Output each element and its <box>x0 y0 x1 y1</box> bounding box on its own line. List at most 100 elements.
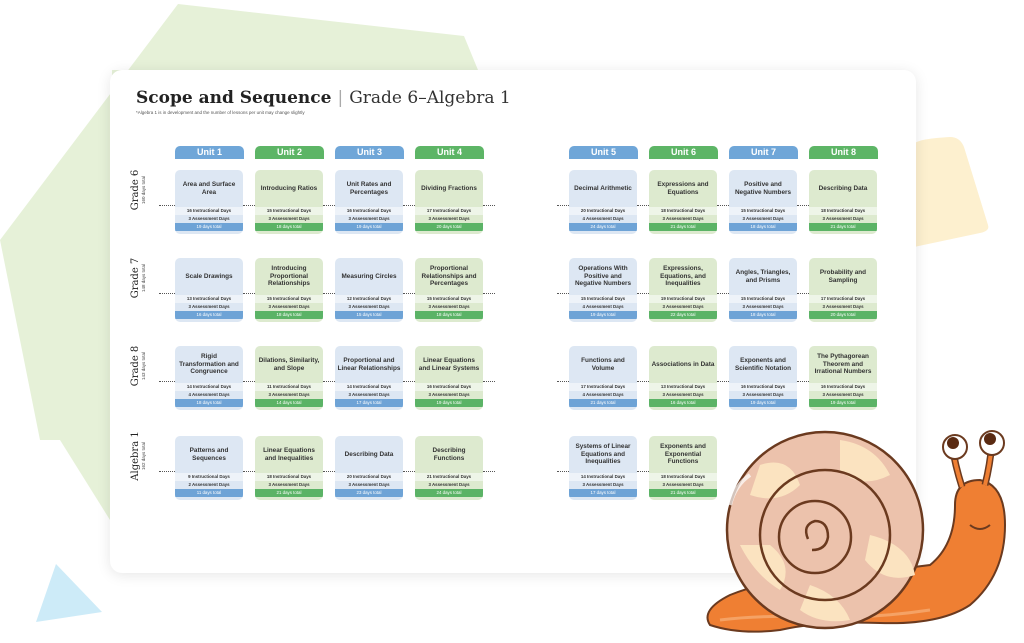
unit-cell-inst: 11 Instructional Days <box>255 383 323 391</box>
unit-cell-assess: 3 Assessment Days <box>822 392 864 397</box>
unit-cell-assess: 3 Assessment Days <box>742 304 784 309</box>
unit-cell-assess: 3 Assessment Days <box>662 216 704 221</box>
unit-cell-inst: 16 Instructional Days <box>175 207 243 215</box>
unit-cell-total: 14 days total <box>255 399 323 407</box>
connector-dots <box>403 471 415 472</box>
unit-cell-assess: 3 Assessment Days <box>188 304 230 309</box>
unit-cell-name: Describing Data <box>344 450 394 458</box>
connector-dots <box>159 293 175 294</box>
unit-cell-total: 19 days total <box>335 223 403 231</box>
connector-dots <box>243 381 255 382</box>
unit-cell-inst: 18 Instructional Days <box>649 207 717 215</box>
connector-dots <box>243 471 255 472</box>
unit-cell-name: Proportional and Linear Relationships <box>337 357 401 372</box>
unit-cell-inst: 17 Instructional Days <box>415 207 483 215</box>
connector-dots <box>159 471 175 472</box>
unit-cell: Area and Surface Area 16 Instructional Da… <box>175 170 243 234</box>
unit-cell-total: 24 days total <box>569 223 637 231</box>
unit-cell-total: 24 days total <box>415 489 483 497</box>
unit-cell-inst: 15 Instructional Days <box>415 295 483 303</box>
unit-cell-name: Exponents and Exponential Functions <box>660 443 706 466</box>
unit-cell-name: Dividing Fractions <box>421 184 477 192</box>
unit-cell-inst: 21 Instructional Days <box>415 473 483 481</box>
unit-cell-assess: 3 Assessment Days <box>742 392 784 397</box>
unit-cell: Proportional Relationships and Percentag… <box>415 258 483 322</box>
unit-tab-7: Unit 7 <box>729 146 798 159</box>
page-title: Scope and Sequence|Grade 6–Algebra 1 <box>136 88 511 108</box>
unit-cell-total: 16 days total <box>649 399 717 407</box>
unit-cell-name: Expressions, Equations, and Inequalities <box>660 265 706 288</box>
unit-cell-inst: 9 Instructional Days <box>175 473 243 481</box>
unit-cell-name: Area and Surface Area <box>182 181 236 196</box>
unit-cell-inst: 17 Instructional Days <box>569 383 637 391</box>
unit-cell-name: Unit Rates and Percentages <box>346 181 392 196</box>
connector-dots <box>797 293 809 294</box>
connector-dots <box>483 471 495 472</box>
unit-cell-name: Measuring Circles <box>341 272 397 280</box>
connector-dots <box>637 471 649 472</box>
unit-cell: Exponents and Exponential Functions 18 In… <box>649 436 717 500</box>
connector-dots <box>403 381 415 382</box>
unit-cell-assess: 3 Assessment Days <box>348 216 390 221</box>
connector-dots <box>483 293 495 294</box>
unit-cell-inst: 14 Instructional Days <box>335 383 403 391</box>
connector-dots <box>483 205 495 206</box>
unit-cell-name: The Pythagorean Theorem and Irrational N… <box>814 353 872 376</box>
unit-cell-inst: 13 Instructional Days <box>649 383 717 391</box>
unit-cell-name: Linear Equations and Inequalities <box>263 447 315 462</box>
unit-cell-inst: 16 Instructional Days <box>729 383 797 391</box>
connector-dots <box>637 381 649 382</box>
connector-dots <box>323 381 335 382</box>
unit-cell-name: Angles, Triangles, and Prisms <box>735 269 791 284</box>
development-note: *Algebra 1 is in development and the num… <box>136 110 305 115</box>
unit-cell-assess: 2 Assessment Days <box>188 482 230 487</box>
unit-tab-1: Unit 1 <box>175 146 244 159</box>
unit-tab-5: Unit 5 <box>569 146 638 159</box>
unit-cell-total: 16 days total <box>175 311 243 319</box>
unit-cell-assess: 3 Assessment Days <box>268 392 310 397</box>
unit-cell-total: 18 days total <box>415 311 483 319</box>
unit-cell: Systems of Linear Equations and Inequali… <box>569 436 637 500</box>
unit-cell-inst: 16 Instructional Days <box>809 383 877 391</box>
unit-cell-assess: 3 Assessment Days <box>662 482 704 487</box>
connector-dots <box>557 381 569 382</box>
unit-cell-name: Exponents and Scientific Notation <box>734 357 792 372</box>
unit-cell-total: 21 days total <box>255 489 323 497</box>
connector-dots <box>403 293 415 294</box>
unit-cell-inst: 17 Instructional Days <box>809 295 877 303</box>
unit-cell-inst: 15 Instructional Days <box>569 295 637 303</box>
unit-cell-name: Proportional Relationships and Percentag… <box>421 265 477 288</box>
connector-dots <box>323 205 335 206</box>
unit-tab-3: Unit 3 <box>335 146 404 159</box>
connector-dots <box>557 471 569 472</box>
unit-cell-total: 20 days total <box>809 311 877 319</box>
unit-cell-name: Expressions and Equations <box>657 181 709 196</box>
connector-dots <box>159 205 175 206</box>
unit-cell-total: 21 days total <box>649 223 717 231</box>
unit-cell-total: 23 days total <box>335 489 403 497</box>
row-title: Algebra 1 <box>130 431 141 481</box>
unit-cell-inst: 18 Instructional Days <box>255 473 323 481</box>
unit-cell: Functions and Volume 17 Instructional Day… <box>569 346 637 410</box>
unit-cell-name: Rigid Transformation and Congruence <box>179 353 239 376</box>
unit-cell-name: Functions and Volume <box>581 357 625 372</box>
row-title: Grade 7 <box>130 257 141 299</box>
unit-cell: Expressions, Equations, and Inequalities… <box>649 258 717 322</box>
unit-cell-total: 19 days total <box>729 399 797 407</box>
unit-cell-inst: 18 Instructional Days <box>649 473 717 481</box>
unit-cell: Exponents and Scientific Notation 16 Inst… <box>729 346 797 410</box>
unit-cell-total: 19 days total <box>415 399 483 407</box>
connector-dots <box>483 381 495 382</box>
